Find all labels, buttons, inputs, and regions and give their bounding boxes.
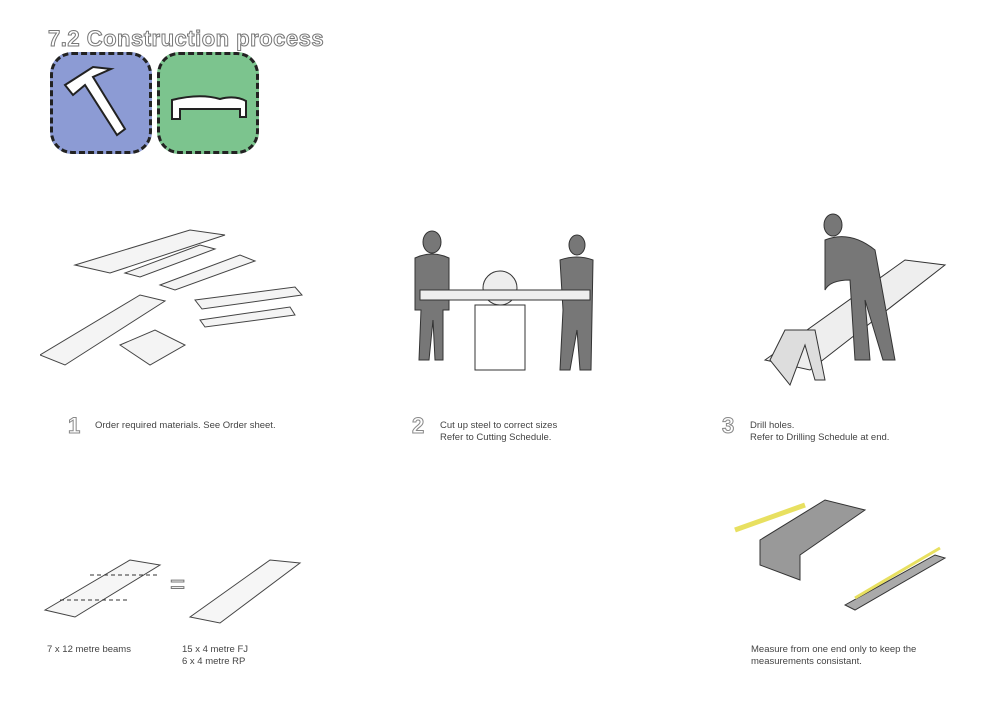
step-caption: Cut up steel to correct sizes Refer to C… [440, 420, 557, 444]
step-number: 3 [721, 413, 735, 438]
cutting-illustration [414, 230, 594, 371]
step-caption: Order required materials. See Order shee… [95, 420, 276, 432]
page-title: 7.2 Construction process [47, 26, 325, 52]
caption-line: Cut up steel to correct sizes [440, 420, 558, 431]
beams-equivalence-illustration: = [43, 559, 302, 624]
measuring-illustration [734, 499, 947, 611]
step-number: 2 [411, 413, 425, 438]
caption-line: 6 x 4 metre RP [182, 656, 246, 667]
caption-line: Drill holes. [750, 420, 795, 431]
result-note: 15 x 4 metre FJ 6 x 4 metre RP [182, 644, 248, 668]
equals-sign: = [170, 569, 185, 599]
caption-line: Refer to Drilling Schedule at end. [750, 432, 890, 443]
bed-icon [171, 95, 247, 120]
hammer-badge [50, 52, 152, 154]
caption-line: measurements consistant. [751, 656, 862, 667]
caption-line: Measure from one end only to keep the [751, 644, 917, 655]
caption-line: Refer to Cutting Schedule. [440, 432, 552, 443]
beams-note: 7 x 12 metre beams [47, 644, 131, 655]
materials-illustration [40, 229, 303, 366]
caption-line: 15 x 4 metre FJ [182, 644, 248, 655]
drilling-illustration [763, 213, 947, 386]
step-caption: Drill holes. Refer to Drilling Schedule … [750, 420, 889, 444]
bed-badge [157, 52, 259, 154]
hammer-icon [63, 65, 127, 137]
caption-line: Order required materials. See Order shee… [95, 420, 276, 431]
step-number: 1 [67, 413, 81, 438]
measure-note: Measure from one end only to keep the me… [751, 644, 916, 668]
